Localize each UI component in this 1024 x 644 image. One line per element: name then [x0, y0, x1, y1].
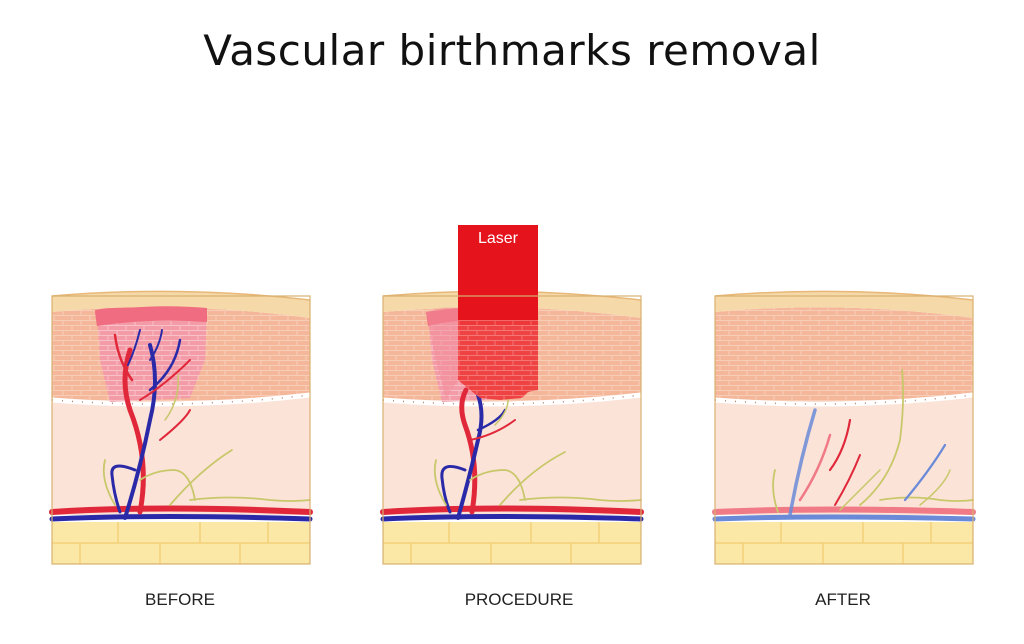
- laser-beam: [458, 225, 538, 325]
- after-panel: [712, 290, 976, 565]
- before-panel: [49, 290, 313, 565]
- laser-label: Laser: [477, 230, 519, 247]
- panel-label-before: BEFORE: [145, 590, 215, 609]
- diagram-title: Vascular birthmarks removal: [203, 26, 821, 75]
- panel-label-after: AFTER: [815, 590, 871, 609]
- panel-label-procedure: PROCEDURE: [464, 590, 574, 609]
- procedure-panel: [380, 225, 644, 565]
